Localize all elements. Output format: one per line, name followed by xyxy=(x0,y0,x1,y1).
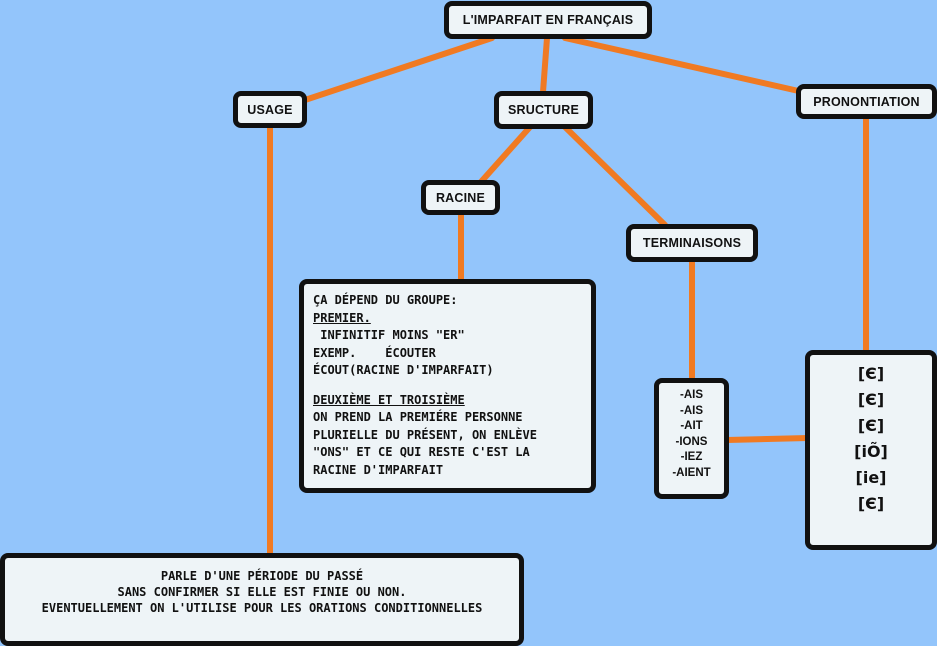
structure-label: SRUCTURE xyxy=(507,103,580,117)
racine-label: RACINE xyxy=(435,190,486,205)
usage-line: EVENTUELLEMENT ON L'UTILISE POUR LES ORA… xyxy=(41,601,483,615)
link-root-prononciation xyxy=(562,35,806,95)
ending-item: -AIENT xyxy=(672,466,711,479)
racine-line: PLURIELLE DU PRÉSENT, ON ENLÈVE xyxy=(313,427,537,442)
usage-node: USAGE xyxy=(233,91,307,128)
sound-item: [Є] xyxy=(857,494,885,513)
racine-line: ÉCOUT(RACINE D'IMPARFAIT) xyxy=(313,363,494,377)
racine-node: RACINE xyxy=(421,180,500,215)
racine-line xyxy=(313,380,583,392)
link-structure-racine xyxy=(477,124,533,186)
link-root-structure xyxy=(540,35,550,95)
racine-line: EXEMP. ÉCOUTER xyxy=(313,345,436,360)
racine-line: ON PREND LA PREMIÉRE PERSONNE xyxy=(313,410,523,424)
root-node: L'IMPARFAIT EN FRANÇAIS xyxy=(444,1,652,39)
racine-line: DEUXIÈME ET TROISIÈME xyxy=(313,392,465,407)
sound-item: [ie] xyxy=(855,468,887,487)
link-structure-terminaisons xyxy=(562,124,668,228)
racine-line: INFINITIF MOINS "ER" xyxy=(313,328,465,342)
link-root-usage xyxy=(302,35,495,103)
link-terminaisons-prononciation xyxy=(724,435,811,443)
prononciation-label: PRONONTIATION xyxy=(813,94,920,109)
prononciation-node: PRONONTIATION xyxy=(796,84,937,119)
sound-item: [iÕ] xyxy=(854,442,888,461)
terminaisons-label: TERMINAISONS xyxy=(642,236,742,250)
sound-item: [Є] xyxy=(857,390,885,409)
racine-line: ÇA DÉPEND DU GROUPE: xyxy=(313,293,458,307)
racine-line: RACINE D'IMPARFAIT xyxy=(313,462,444,477)
root-label: L'IMPARFAIT EN FRANÇAIS xyxy=(462,13,634,27)
ending-item: -AIT xyxy=(680,420,703,433)
sound-item: [Є] xyxy=(857,364,885,383)
ending-item: -AIS xyxy=(680,404,703,417)
racine-line: "ONS" ET CE QUI RESTE C'EST LA xyxy=(313,445,530,459)
usage-line: PARLE D'UNE PÉRIODE DU PASSÉ xyxy=(160,569,364,583)
usage-label: USAGE xyxy=(247,102,293,117)
terminaisons-list-box: -AIS -AIS -AIT -IONS -IEZ -AIENT xyxy=(654,378,729,499)
structure-node: SRUCTURE xyxy=(494,91,593,129)
ending-item: -IONS xyxy=(675,435,708,448)
usage-description-box: PARLE D'UNE PÉRIODE DU PASSÉ SANS CONFIR… xyxy=(0,553,524,646)
ending-item: -AIS xyxy=(680,389,703,401)
terminaisons-node: TERMINAISONS xyxy=(626,224,758,262)
usage-line: SANS CONFIRMER SI ELLE EST FINIE OU NON. xyxy=(117,585,407,599)
racine-explanation-box: ÇA DÉPEND DU GROUPE: PREMIER. INFINITIF … xyxy=(299,279,596,493)
sound-item: [Є] xyxy=(857,416,885,435)
prononciation-list-box: [Є] [Є] [Є] [iÕ] [ie] [Є] xyxy=(805,350,937,550)
racine-line: PREMIER. xyxy=(313,310,371,325)
ending-item: -IEZ xyxy=(680,451,703,464)
